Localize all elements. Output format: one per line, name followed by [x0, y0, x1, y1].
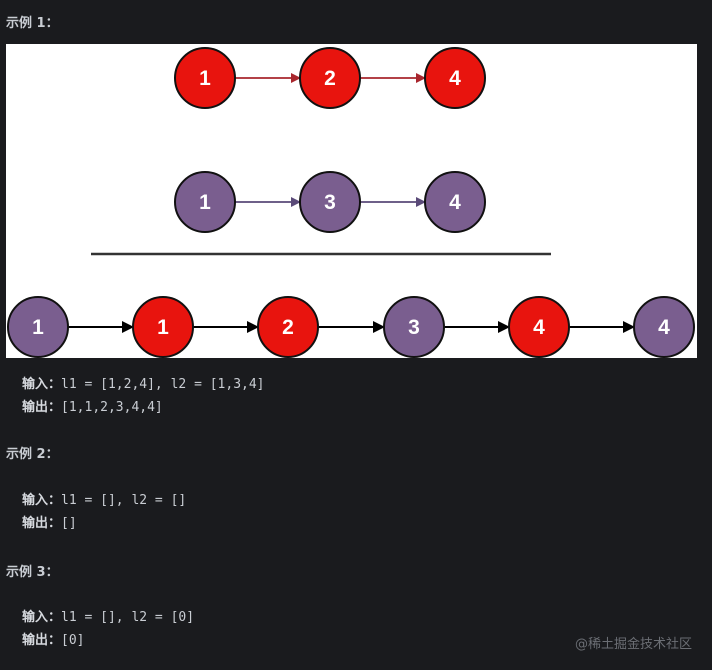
merged-node-circle: [7, 296, 69, 358]
output-label: 输出：: [22, 516, 62, 531]
merged-node-value: 1: [157, 316, 169, 339]
list2-node-circle: [424, 171, 486, 233]
example-3-input: 输入：l1 = [], l2 = [0]: [22, 606, 194, 625]
input-label: 输入：: [22, 493, 62, 508]
example-3-heading: 示例 3：: [6, 565, 59, 580]
site-watermark: @稀土掘金技术社区: [574, 637, 692, 652]
merged-node: 2: [257, 296, 319, 358]
merged-node-circle: [508, 296, 570, 358]
example-2-input: 输入：l1 = [], l2 = []: [22, 489, 186, 508]
output-value: []: [61, 516, 77, 531]
output-value: [1,1,2,3,4,4]: [61, 400, 163, 415]
list2-node-circle: [299, 171, 361, 233]
merged-node: 3: [383, 296, 445, 358]
merged-node-circle: [257, 296, 319, 358]
merged-node-circle: [633, 296, 695, 358]
list1-node-circle: [174, 47, 236, 109]
example-1-output: 输出：[1,1,2,3,4,4]: [22, 396, 163, 415]
input-label: 输入：: [22, 610, 62, 625]
list1-node: 2: [299, 47, 361, 109]
list1-node-circle: [424, 47, 486, 109]
list2-node-value: 4: [449, 191, 461, 214]
merged-node: 1: [132, 296, 194, 358]
list1-node: 4: [424, 47, 486, 109]
example-3-output: 输出：[0]: [22, 629, 85, 648]
merged-node-value: 4: [533, 316, 545, 339]
input-value: l1 = [], l2 = []: [61, 493, 187, 508]
list2-node-circle: [174, 171, 236, 233]
list2-node: 1: [174, 171, 236, 233]
output-label: 输出：: [22, 400, 62, 415]
merged-node: 4: [633, 296, 695, 358]
merged-node: 1: [7, 296, 69, 358]
example-1-input: 输入：l1 = [1,2,4], l2 = [1,3,4]: [22, 373, 265, 392]
list1-node-circle: [299, 47, 361, 109]
output-label: 输出：: [22, 633, 62, 648]
list2-row: 1 3 4: [174, 171, 486, 233]
merged-node-value: 3: [408, 316, 420, 339]
input-value: l1 = [1,2,4], l2 = [1,3,4]: [61, 377, 265, 392]
merged-node-value: 4: [658, 316, 670, 339]
list2-node-value: 1: [199, 191, 211, 214]
list1-node-value: 4: [449, 67, 461, 90]
list2-node-value: 3: [324, 191, 336, 214]
list1-row: 1 2 4: [174, 47, 486, 109]
merge-lists-diagram: 1 2 4 1 3 4 1 1 2 3 4 4: [6, 44, 697, 358]
merged-node-value: 2: [282, 316, 294, 339]
input-value: l1 = [], l2 = [0]: [61, 610, 195, 625]
input-label: 输入：: [22, 377, 62, 392]
merged-node-circle: [383, 296, 445, 358]
linked-list-diagram: 1 2 4 1 3 4 1 1 2 3 4 4: [7, 47, 695, 358]
list1-node-value: 2: [324, 67, 336, 90]
example-1-heading: 示例 1：: [6, 16, 59, 31]
list2-node: 4: [424, 171, 486, 233]
output-value: [0]: [61, 633, 85, 648]
merged-row: 1 1 2 3 4 4: [7, 296, 695, 358]
merged-node: 4: [508, 296, 570, 358]
list1-node-value: 1: [199, 67, 211, 90]
list2-node: 3: [299, 171, 361, 233]
example-2-output: 输出：[]: [22, 512, 77, 531]
example-2-heading: 示例 2：: [6, 447, 59, 462]
merged-node-circle: [132, 296, 194, 358]
merged-node-value: 1: [32, 316, 44, 339]
list1-node: 1: [174, 47, 236, 109]
